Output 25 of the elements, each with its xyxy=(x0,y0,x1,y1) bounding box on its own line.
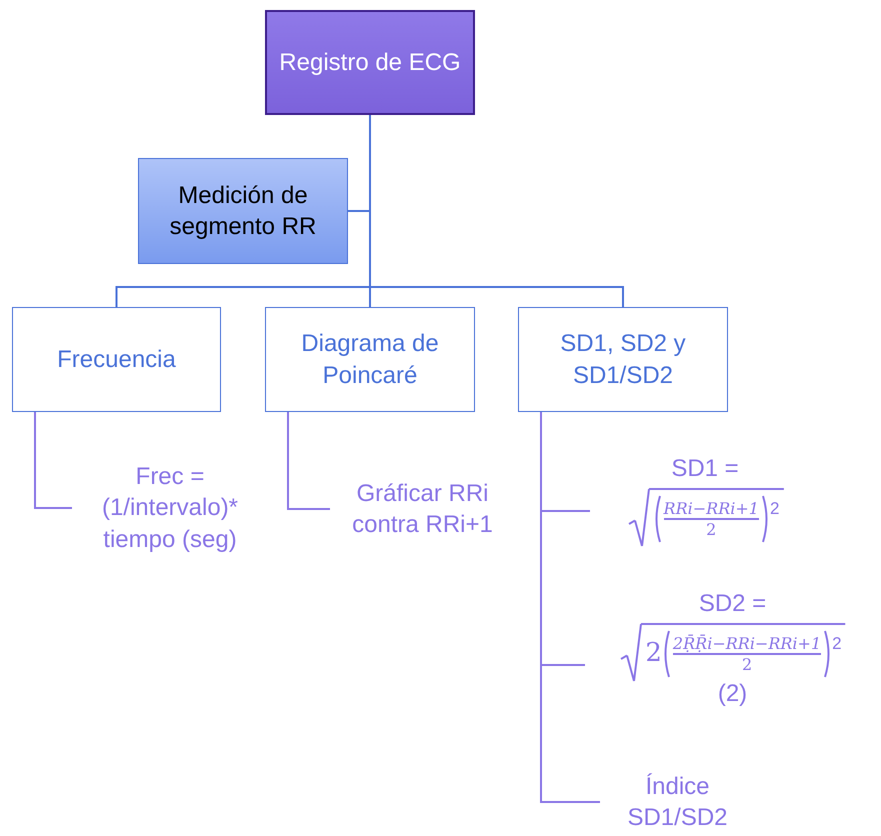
connector-line xyxy=(287,412,330,510)
node-label: Frecuencia xyxy=(57,344,176,375)
process-box xyxy=(12,307,221,412)
numerator: RRi−RRi+1 xyxy=(664,498,759,518)
node-label: Frec = (1/intervalo)* tiempo (seg) xyxy=(100,462,240,555)
connector-line xyxy=(34,412,72,509)
formula-divisor: (2) xyxy=(718,680,748,708)
node-label: Índice SD1/SD2 xyxy=(626,772,729,833)
formula-label: SD1 = xyxy=(671,455,739,484)
denominator: 2 xyxy=(742,654,752,674)
node-label: Medición de segmento RR xyxy=(168,180,318,242)
process-box xyxy=(265,307,475,412)
node-label: Gráficar RRi contra RRi+1 xyxy=(351,478,494,540)
process-box xyxy=(265,10,475,115)
node-label: SD1, SD2 y SD1/SD2 xyxy=(559,329,687,390)
exponent: 2 xyxy=(770,498,780,520)
exponent: 2 xyxy=(832,632,842,655)
numerator: 2ṜṜi−RRi−RRi+1 xyxy=(672,634,822,653)
process-box xyxy=(518,307,728,412)
coefficient: 2 xyxy=(645,636,662,670)
node-label: Registro de ECG xyxy=(279,48,461,78)
node-label: Diagrama de Poincaré xyxy=(300,329,440,390)
denominator: 2 xyxy=(706,520,716,539)
process-box xyxy=(138,158,348,264)
formula-label: SD2 = xyxy=(698,590,766,619)
